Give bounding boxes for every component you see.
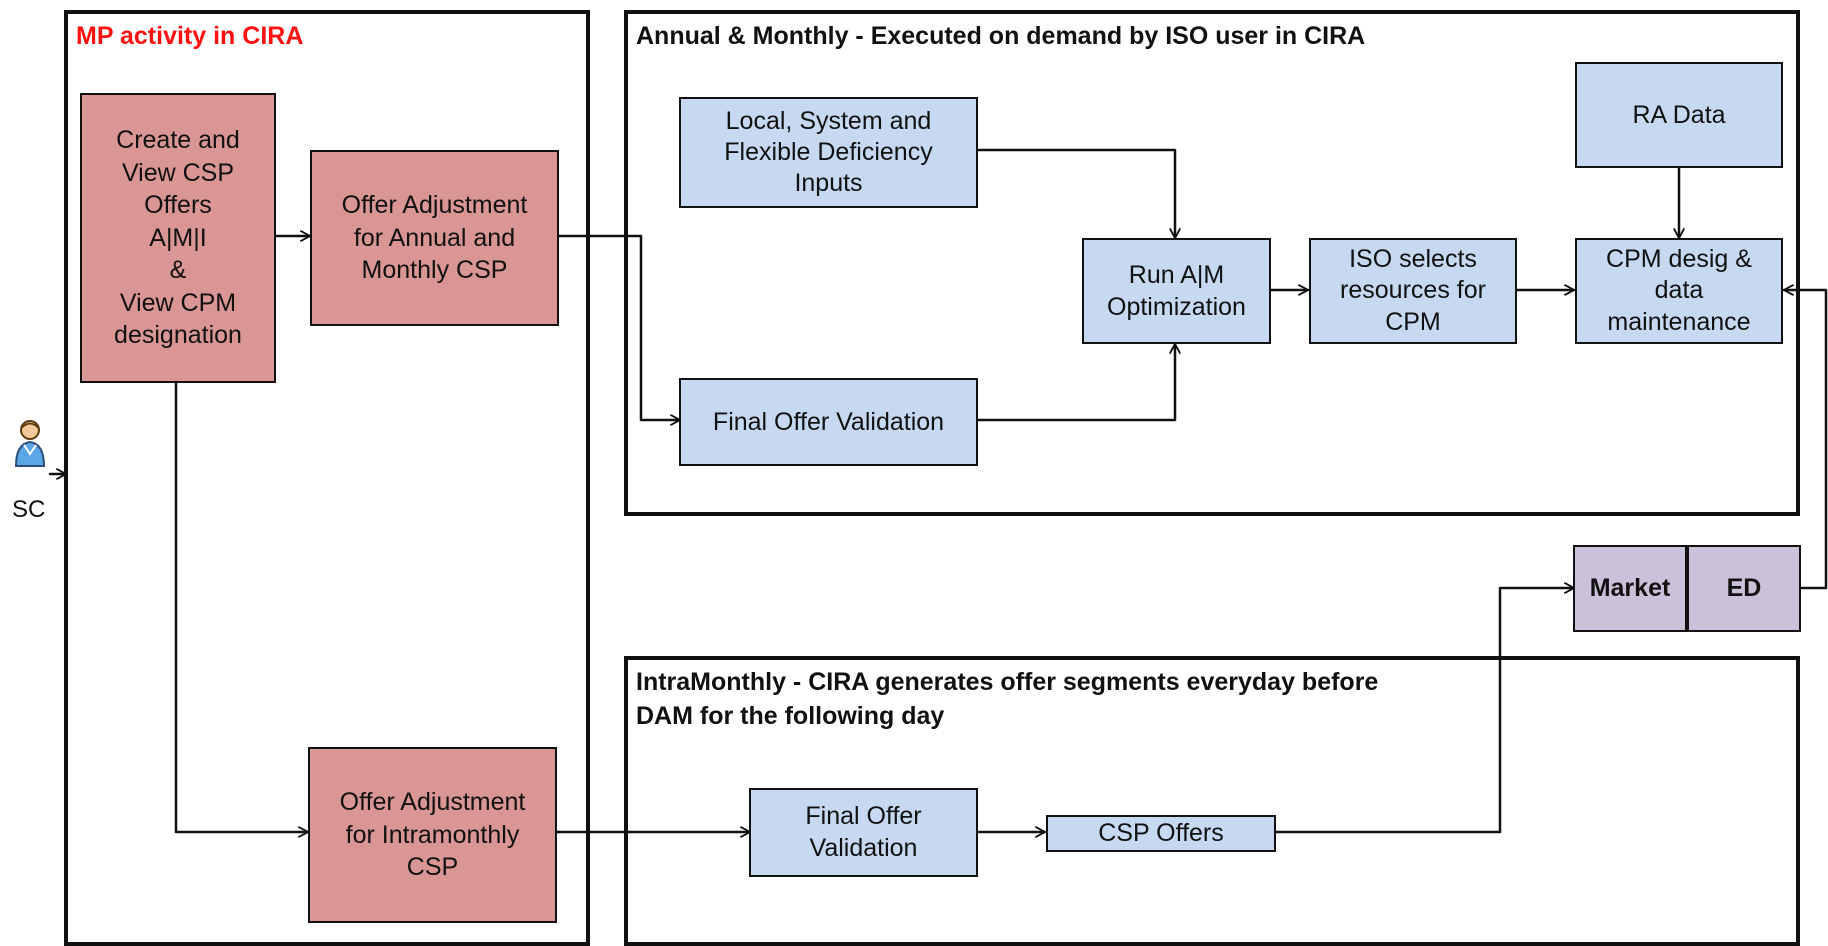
offer-adjustment-intramonthly-label: Offer Adjustment for Intramonthly CSP bbox=[339, 788, 526, 882]
ra-data-label: RA Data bbox=[1632, 100, 1726, 129]
offer-adjustment-intramonthly-box: Offer Adjustment for Intramonthly CSP bbox=[308, 747, 557, 923]
iso-selects-box: ISO selects resources for CPM bbox=[1309, 238, 1517, 344]
iso-selects-label: ISO selects resources for CPM bbox=[1340, 245, 1486, 336]
final-offer-validation-annual-box: Final Offer Validation bbox=[679, 378, 978, 466]
deficiency-inputs-box: Local, System and Flexible Deficiency In… bbox=[679, 97, 978, 208]
market-box: Market bbox=[1573, 545, 1687, 632]
actor-label: SC bbox=[12, 496, 46, 523]
deficiency-inputs-label: Local, System and Flexible Deficiency In… bbox=[724, 106, 933, 198]
offer-adjustment-annual-monthly-label: Offer Adjustment for Annual and Monthly … bbox=[341, 191, 528, 285]
mp-activity-title: MP activity in CIRA bbox=[76, 22, 304, 50]
ra-data-box: RA Data bbox=[1575, 62, 1783, 168]
final-offer-validation-annual-label: Final Offer Validation bbox=[712, 407, 945, 436]
final-offer-validation-intra-box: Final Offer Validation bbox=[749, 788, 978, 877]
ed-box: ED bbox=[1687, 545, 1801, 632]
cpm-designation-label: CPM desig & data maintenance bbox=[1606, 245, 1752, 336]
ed-label: ED bbox=[1726, 574, 1762, 603]
create-view-box: Create and View CSP Offers A|M|I & View … bbox=[80, 93, 276, 383]
cpm-designation-box: CPM desig & data maintenance bbox=[1575, 238, 1783, 344]
create-view-label: Create and View CSP Offers A|M|I & View … bbox=[114, 126, 242, 350]
run-optimization-label: Run A|M Optimization bbox=[1107, 260, 1246, 322]
csp-offers-box: CSP Offers bbox=[1046, 815, 1276, 852]
offer-adjustment-annual-monthly-box: Offer Adjustment for Annual and Monthly … bbox=[310, 150, 559, 326]
csp-offers-label: CSP Offers bbox=[1098, 819, 1224, 848]
user-icon bbox=[14, 420, 46, 467]
annual-monthly-title: Annual & Monthly - Executed on demand by… bbox=[636, 22, 1366, 50]
run-optimization-box: Run A|M Optimization bbox=[1082, 238, 1271, 344]
final-offer-validation-intra-label: Final Offer Validation bbox=[805, 802, 922, 862]
intramonthly-title: IntraMonthly - CIRA generates offer segm… bbox=[636, 668, 1379, 730]
market-label: Market bbox=[1589, 574, 1671, 603]
